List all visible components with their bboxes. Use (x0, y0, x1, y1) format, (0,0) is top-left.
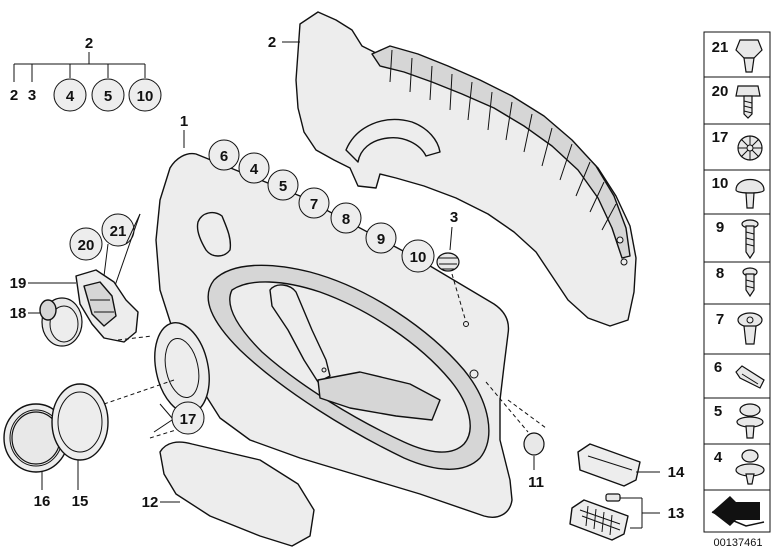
door-trim-panel: 1 (154, 113, 513, 518)
legend-row-21: 21 (704, 39, 770, 78)
callout-6: 6 (220, 148, 228, 165)
legend-row-5: 5 (704, 403, 770, 445)
callout-17-group: 17 (149, 401, 205, 439)
group-callout-4: 4 (66, 88, 75, 105)
speaker-ring-callout: 15 (72, 493, 89, 510)
hardware-legend: 21 20 17 10 (703, 31, 771, 533)
round-clip-icon (735, 449, 765, 485)
svg-text:4: 4 (714, 449, 723, 466)
grille-callout: 16 (34, 493, 51, 510)
callout-21: 21 (110, 223, 127, 240)
group-callout-5-circle (91, 78, 125, 112)
callout-4: 4 (250, 161, 259, 178)
callout-10: 10 (410, 249, 427, 266)
courtesy-light: 13 (569, 493, 685, 541)
svg-text:7: 7 (716, 311, 724, 328)
svg-text:10: 10 (712, 175, 729, 192)
legend-row-6: 6 (704, 359, 770, 399)
group-callout-top: 2 (85, 35, 93, 52)
cap-part: 3 (436, 209, 467, 323)
callout-10-circle (401, 239, 435, 273)
group-callout-10: 10 (137, 88, 154, 105)
trim-callout: 1 (180, 113, 188, 130)
group-callout-2: 2 (10, 87, 18, 104)
carrier-panel: 2 (268, 11, 637, 327)
screw-icon (741, 219, 759, 260)
clamp-icon (735, 365, 765, 389)
short-screw-icon (742, 267, 758, 298)
legend-row-scale (711, 496, 765, 527)
lower-trim-strip: 12 (142, 441, 315, 547)
diagram-id: 00137461 (714, 537, 763, 549)
group-callout-4-circle (53, 78, 87, 112)
cap-callout: 3 (450, 209, 458, 226)
svg-text:17: 17 (712, 129, 729, 146)
callout-5-circle (267, 169, 299, 201)
group-callout-10-circle (128, 78, 162, 112)
callout-8: 8 (342, 211, 350, 228)
speaker-grilles: 16 15 (3, 379, 175, 510)
ring-callout: 18 (10, 305, 27, 322)
handle-bracket-group: 21 20 19 18 (10, 213, 153, 347)
callout-17: 17 (180, 411, 197, 428)
callout-9-circle (365, 222, 397, 254)
handle-insert: 14 (577, 443, 685, 487)
callout-7-circle (298, 187, 330, 219)
callout-6-circle (208, 139, 240, 171)
svg-text:9: 9 (716, 219, 724, 236)
expanding-rivet-icon (737, 312, 763, 345)
cover-cap: 11 (485, 381, 547, 491)
callout-20: 20 (78, 237, 95, 254)
bolt-icon (735, 85, 761, 119)
scale-arrow-icon (711, 496, 765, 527)
light-callout: 13 (668, 505, 685, 522)
legend-row-7: 7 (704, 311, 770, 355)
cover-cap-callout: 11 (528, 474, 544, 491)
svg-text:8: 8 (716, 265, 724, 282)
star-nut-icon (737, 135, 763, 161)
svg-text:20: 20 (712, 83, 729, 100)
legend-row-17: 17 (704, 129, 770, 171)
svg-text:5: 5 (714, 403, 722, 420)
callout-5: 5 (279, 178, 287, 195)
mushroom-plug-icon (735, 178, 765, 209)
callout-8-circle (330, 202, 362, 234)
legend-row-8: 8 (704, 265, 770, 305)
group-callout-5: 5 (104, 88, 112, 105)
carrier-callout: 2 (268, 34, 276, 51)
svg-text:6: 6 (714, 359, 722, 376)
legend-row-4: 4 (704, 449, 770, 491)
legend-row-9: 9 (704, 219, 770, 263)
legend-row-20: 20 (704, 83, 770, 125)
callout-9: 9 (377, 231, 385, 248)
bracket-callout: 19 (10, 275, 27, 292)
legend-frame (703, 31, 771, 533)
strip-callout: 12 (142, 494, 159, 511)
edge-callouts: 6 4 5 7 8 9 10 (208, 139, 435, 273)
clip-icon (735, 39, 763, 73)
svg-text:21: 21 (712, 39, 729, 56)
insert-callout: 14 (668, 464, 685, 481)
group-callout-3: 3 (28, 87, 36, 104)
callout-4-circle (238, 152, 270, 184)
group-callout-tree: 2 2 3 4 5 10 (10, 35, 162, 112)
callout-20-circle (69, 227, 103, 261)
callout-7: 7 (310, 196, 318, 213)
push-rivet-icon (736, 403, 764, 439)
legend-row-10: 10 (704, 175, 770, 215)
